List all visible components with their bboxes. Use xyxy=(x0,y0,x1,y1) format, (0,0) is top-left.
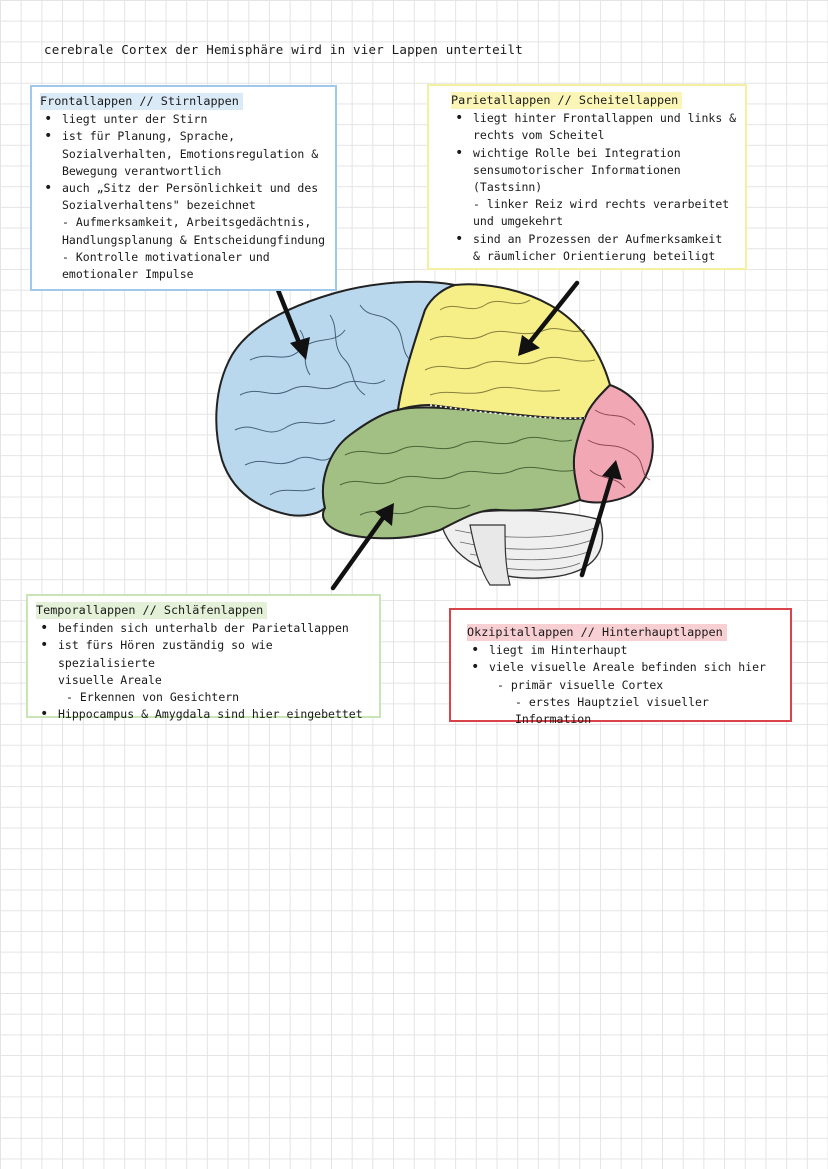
parietal-bullet-2: wichtige Rolle bei Integrationsensumotor… xyxy=(451,145,737,197)
occipital-sub-1: - primär visuelle Cortex xyxy=(497,677,664,692)
frontal-sub-1: - Aufmerksamkeit, Arbeitsgedächtnis, xyxy=(62,215,312,230)
parietal-sub-1: - linker Reiz wird rechts verarbeitet xyxy=(473,197,730,212)
temporal-lobe-note: Temporallappen // Schläfenlappen befinde… xyxy=(26,594,381,724)
page-title: cerebrale Cortex der Hemisphäre wird in … xyxy=(44,42,523,57)
occipital-lobe-note: Okzipitallappen // Hinterhauptlappen lie… xyxy=(449,608,792,726)
frontal-bullet-1: liegt unter der Stirn xyxy=(40,111,327,128)
parietal-heading: Parietallappen // Scheitellappen xyxy=(451,92,683,110)
parietal-bullet-1: liegt hinter Frontallappen und links &re… xyxy=(451,110,737,144)
frontal-heading: Frontallappen // Stirnlappen xyxy=(40,93,243,111)
temporal-bullet-2: ist fürs Hören zuständig so wie speziali… xyxy=(36,637,371,689)
frontal-lobe-note: Frontallappen // Stirnlappen liegt unter… xyxy=(30,85,337,291)
arrow-parietal xyxy=(527,280,580,345)
frontal-bullet-2: ist für Planung, Sprache,Sozialverhalten… xyxy=(40,128,327,180)
frontal-bullet-3: auch „Sitz der Persönlichkeit und desSoz… xyxy=(40,180,327,214)
parietal-bullet-3: sind an Prozessen der Aufmerksamkeit& rä… xyxy=(451,231,737,265)
occipital-heading: Okzipitallappen // Hinterhauptlappen xyxy=(467,624,727,642)
occipital-bullet-2: viele visuelle Areale befinden sich hier xyxy=(467,659,782,676)
arrow-occipital xyxy=(579,472,615,578)
frontal-sub-3: - Kontrolle motivationaler und xyxy=(62,249,270,264)
temporal-bullet-3: Hippocampus & Amygdala sind hier eingebe… xyxy=(36,706,371,723)
arrow-temporal xyxy=(330,512,388,591)
parietal-sub-2: und umgekehrt xyxy=(473,214,564,229)
parietal-lobe xyxy=(396,283,612,420)
occipital-sub-2: - erstes Hauptziel visueller Information xyxy=(515,694,709,727)
occipital-bullet-1: liegt im Hinterhaupt xyxy=(467,642,782,659)
temporal-bullet-1: befinden sich unterhalb der Parietallapp… xyxy=(36,620,371,637)
frontal-sub-2: Handlungsplanung & Entscheidungfindung xyxy=(62,232,326,247)
brainstem xyxy=(469,524,511,586)
temporal-heading: Temporallappen // Schläfenlappen xyxy=(36,602,268,620)
parietal-lobe-note: Parietallappen // Scheitellappen liegt h… xyxy=(427,84,747,270)
frontal-sub-4: emotionaler Impulse xyxy=(62,267,194,282)
temporal-sub-1: - Erkennen von Gesichtern xyxy=(66,690,240,705)
